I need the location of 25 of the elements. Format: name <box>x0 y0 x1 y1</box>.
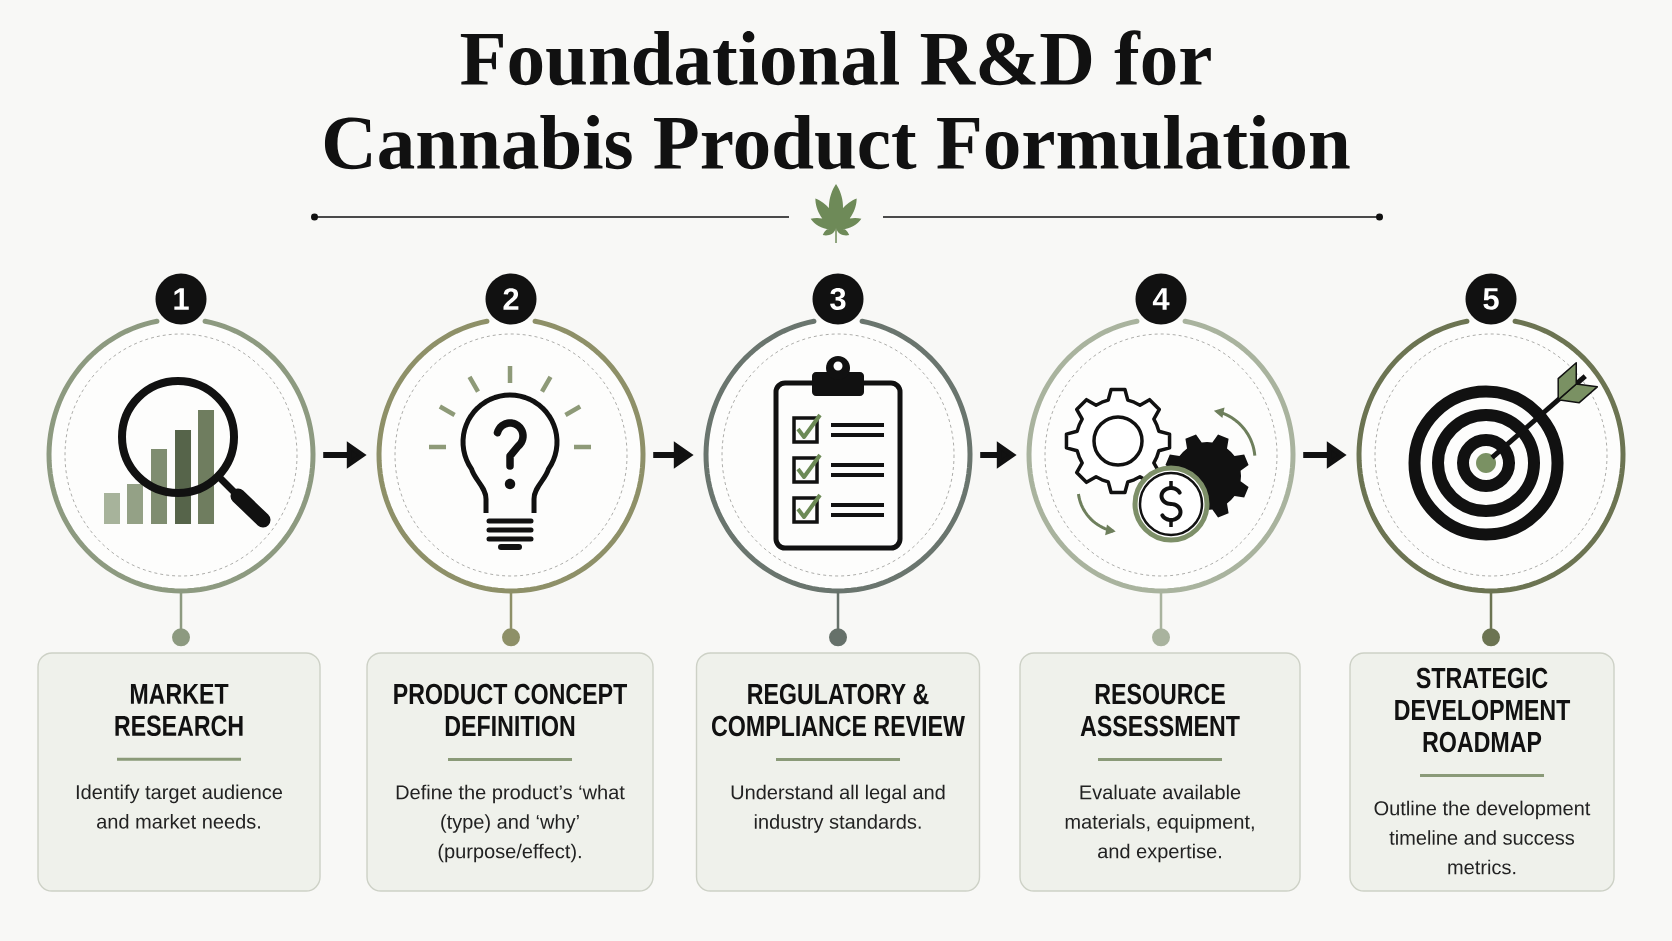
card-heading: REGULATORY & COMPLIANCE REVIEW <box>712 683 965 737</box>
card-text: Identify target audience and market needs. <box>76 784 283 829</box>
number-badge: 1 <box>155 273 207 325</box>
card-heading: RESOURCE ASSESSMENT <box>1080 683 1240 737</box>
card-text: Evaluate available materials, equipment, and expertise. <box>1065 784 1254 863</box>
step-circle <box>46 318 316 594</box>
number-badge: 5 <box>1465 273 1517 325</box>
card-heading: MARKET RESEARCH <box>115 683 243 737</box>
step-circle <box>703 318 973 594</box>
dot-connector <box>829 591 847 647</box>
card-heading: STRATEGIC DEVELOPMENT ROADMAP <box>1395 667 1571 753</box>
card-text: Understand all legal and industry standards. <box>731 784 945 833</box>
dot-connector <box>172 591 190 647</box>
card-text: Outline the development timeline and success metrics. <box>1374 800 1591 875</box>
dot-connector <box>1152 591 1170 647</box>
dot-connector <box>502 591 520 647</box>
card-heading: PRODUCT CONCEPT DEFINITION <box>394 683 627 737</box>
card-text: Define the product’s ‘what (type) and ‘why’ (purpose/effect). <box>396 784 625 863</box>
number-badge: 3 <box>812 273 864 325</box>
number-badge: 4 <box>1135 273 1187 325</box>
step-circle <box>376 318 646 594</box>
title: Foundational R&D for Cannabis Product Formulation <box>324 30 1350 170</box>
step-circle <box>1356 318 1626 594</box>
dot-connector <box>1482 591 1500 647</box>
number-badge: 2 <box>485 273 537 325</box>
